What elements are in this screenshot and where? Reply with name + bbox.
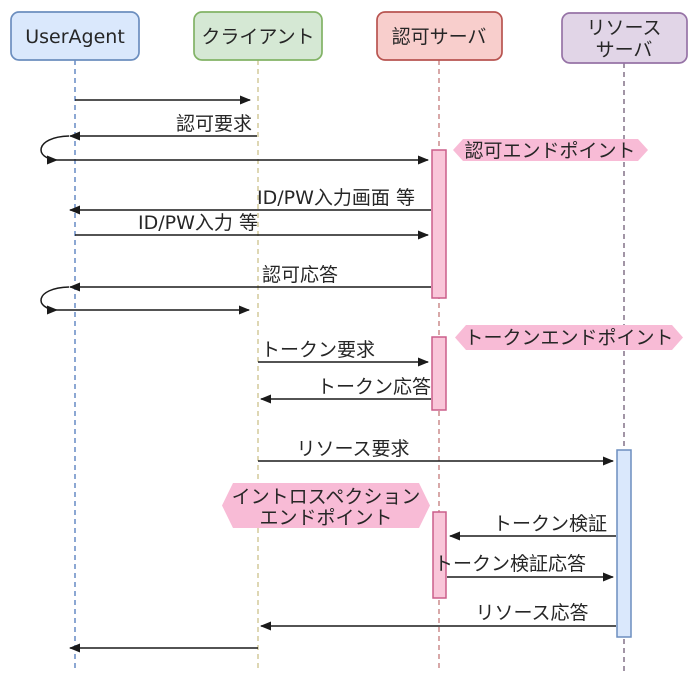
message-label-auth-request: 認可要求	[176, 113, 252, 135]
loop-arc-useragent-1	[40, 135, 70, 161]
endpoint-label-token: トークンエンドポイント	[464, 327, 673, 349]
endpooint-group: 認可エンドポイント トークンエンドポイント イントロスペクション エンドポイント	[222, 139, 683, 529]
message-label-token-response: トークン応答	[317, 376, 431, 398]
message-label-token-verify: トークン検証	[493, 513, 607, 535]
participant-box-client	[193, 11, 323, 61]
participant-label-client: クライアント	[201, 26, 314, 48]
message-label-idpw-input: ID/PW入力 等	[138, 212, 258, 234]
endpoint-shape-authorization	[453, 139, 648, 161]
message-label-auth-response: 認可応答	[262, 264, 338, 286]
message-label-resource-request: リソース要求	[296, 438, 409, 460]
participant-label-resource-server-line2: サーバ	[596, 39, 653, 61]
activation-introspection-endpoint	[432, 511, 447, 599]
endpoint-label-introspection-line1: イントロスペクション	[232, 486, 421, 508]
endpoint-label-authorization: 認可エンドポイント	[464, 140, 635, 162]
participant-label-resource-server-line1: リソース	[586, 17, 661, 39]
participant-label-useragent: UserAgent	[25, 26, 125, 48]
activation-resource-server	[616, 449, 632, 638]
message-label-group: 認可要求 ID/PW入力画面 等 ID/PW入力 等 認可応答 トークン要求 ト…	[138, 113, 607, 624]
participant-label-auth-server: 認可サーバ	[392, 26, 487, 48]
message-label-resource-response: リソース応答	[475, 602, 588, 624]
message-label-idpw-screen: ID/PW入力画面 等	[257, 187, 415, 209]
activation-token-endpoint	[431, 336, 447, 411]
participant-group: UserAgent クライアント 認可サーバ リソース サーバ	[10, 11, 688, 64]
message-label-token-verify-response: トークン検証応答	[434, 553, 586, 575]
loop-arc-useragent-2	[40, 286, 70, 311]
endpoint-label-introspection-line2: エンドポイント	[259, 507, 392, 529]
participant-box-useragent	[10, 11, 140, 61]
message-group	[40, 95, 616, 653]
endpoint-shape-token	[455, 325, 683, 350]
participant-box-resource-server	[561, 12, 688, 64]
activation-auth-endpoint	[431, 149, 447, 299]
participant-box-auth-server	[376, 11, 503, 61]
endpoint-shape-introspection	[222, 483, 430, 528]
message-label-token-request: トークン要求	[261, 339, 375, 361]
